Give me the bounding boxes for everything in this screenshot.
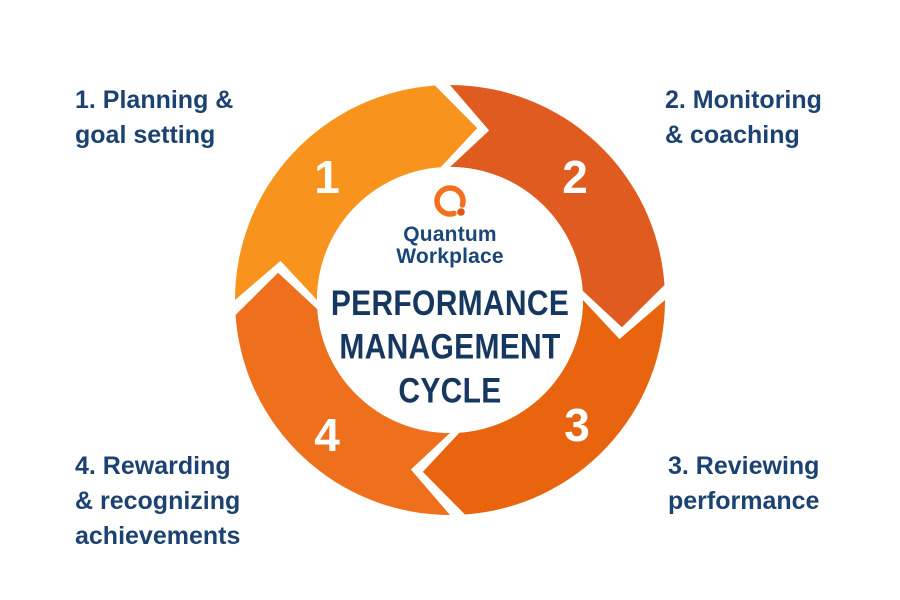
label-reviewing-performance: 3. Reviewing performance: [668, 449, 819, 519]
label-line: & recognizing: [75, 487, 241, 515]
logo-ring: [434, 185, 466, 217]
cycle-title: PERFORMANCE MANAGEMENT CYCLE: [320, 282, 580, 413]
label-line: performance: [668, 487, 820, 515]
label-monitoring-coaching: 2. Monitoring & coaching: [665, 83, 822, 153]
brand-name: Quantum Workplace: [320, 224, 580, 268]
label-line: goal setting: [75, 121, 216, 149]
cycle-title-line: PERFORMANCE: [330, 284, 570, 324]
cycle-title-line: MANAGEMENT: [339, 328, 561, 367]
label-rewarding-recognizing: 4. Rewarding & recognizing achievements: [75, 449, 240, 554]
label-line: 2. Monitoring: [665, 86, 822, 114]
label-line: achievements: [75, 522, 241, 550]
segment-number-2: 2: [562, 151, 588, 203]
quantum-workplace-logo-icon: [434, 185, 466, 217]
cycle-title-line: CYCLE: [398, 371, 502, 411]
center-white-circle: [317, 167, 583, 433]
segment-arc-4: [235, 272, 450, 515]
segment-number-3: 3: [564, 399, 590, 451]
segment-arc-3: [422, 300, 665, 515]
segment-number-4: 4: [314, 409, 340, 461]
brand-name-line: Quantum: [403, 223, 497, 246]
brand-name-line: Workplace: [396, 245, 504, 268]
label-line: 3. Reviewing: [668, 452, 820, 480]
logo-dot: [457, 208, 465, 216]
label-line: 4. Rewarding: [75, 452, 231, 480]
segment-arc-1: [235, 85, 478, 300]
logo-wrap: [320, 180, 580, 224]
center-content: Quantum Workplace PERFORMANCE MANAGEMENT…: [320, 180, 580, 411]
label-line: 1. Planning &: [75, 86, 234, 114]
label-planning-goal-setting: 1. Planning & goal setting: [75, 83, 233, 153]
segment-number-1: 1: [314, 151, 340, 203]
label-line: & coaching: [665, 121, 800, 149]
segment-arc-2: [450, 84, 665, 328]
